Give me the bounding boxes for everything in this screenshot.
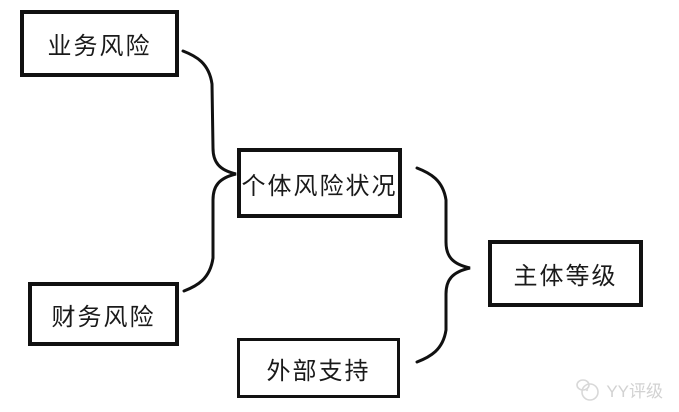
watermark-label: YY评级	[606, 382, 663, 401]
watermark: YY评级	[575, 377, 663, 402]
node-external-support: 外部支持	[237, 338, 400, 398]
node-individual-risk: 个体风险状况	[237, 148, 402, 218]
node-financial-risk-label: 财务风险	[51, 304, 156, 331]
left-brace-connector	[181, 49, 237, 293]
node-business-risk-label: 业务风险	[47, 34, 152, 60]
right-brace-connector	[415, 166, 471, 364]
node-individual-risk-label: 个体风险状况	[241, 173, 398, 200]
node-external-support-label: 外部支持	[266, 358, 371, 385]
node-entity-rating: 主体等级	[488, 240, 643, 307]
yy-logo-icon	[576, 378, 600, 401]
node-financial-risk: 财务风险	[28, 282, 179, 346]
node-entity-rating-label: 主体等级	[513, 264, 618, 290]
node-business-risk: 业务风险	[20, 10, 179, 77]
